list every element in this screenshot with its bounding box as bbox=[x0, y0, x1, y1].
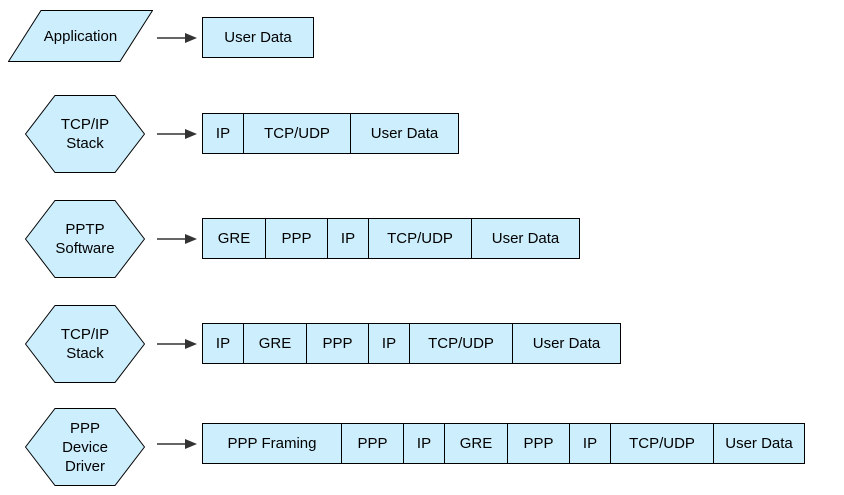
packet-cell[interactable]: PPP bbox=[342, 424, 404, 463]
stack-shape-label-application: Application bbox=[43, 27, 118, 45]
stack-shape-label-tcpip-stack-lower: TCP/IP Stack bbox=[60, 326, 110, 362]
packet-cell[interactable]: GRE bbox=[203, 219, 266, 258]
hexagon-icon bbox=[25, 408, 145, 486]
hexagon-icon bbox=[25, 95, 145, 173]
packet-cell[interactable]: TCP/UDP bbox=[244, 114, 351, 153]
packet-cell[interactable]: User Data bbox=[714, 424, 804, 463]
packet-cell[interactable]: PPP bbox=[266, 219, 328, 258]
arrow-right-icon-application bbox=[157, 30, 197, 51]
stack-shape-application[interactable]: Application bbox=[8, 10, 153, 62]
stack-shape-tcpip-stack-upper[interactable]: TCP/IP Stack bbox=[25, 95, 145, 173]
stack-shape-label-ppp-device-driver: PPP Device Driver bbox=[62, 419, 108, 475]
arrow-right-icon-tcpip-stack-upper bbox=[157, 126, 197, 147]
stack-shape-ppp-device-driver[interactable]: PPP Device Driver bbox=[25, 408, 145, 486]
packet-cell[interactable]: User Data bbox=[513, 324, 620, 363]
stack-shape-label-pptp-software: PPTP Software bbox=[55, 221, 115, 257]
stack-shape-tcpip-stack-lower[interactable]: TCP/IP Stack bbox=[25, 305, 145, 383]
stack-shape-pptp-software[interactable]: PPTP Software bbox=[25, 200, 145, 278]
packet-cell[interactable]: User Data bbox=[472, 219, 579, 258]
arrow-right-icon-tcpip-stack-lower bbox=[157, 336, 197, 357]
hexagon-icon bbox=[25, 200, 145, 278]
packet-cell[interactable]: GRE bbox=[244, 324, 307, 363]
packet-cell[interactable]: IP bbox=[369, 324, 410, 363]
arrow-right-icon-ppp-device-driver bbox=[157, 436, 197, 457]
packet-cell[interactable]: TCP/UDP bbox=[410, 324, 513, 363]
packet-cell[interactable]: PPP Framing bbox=[203, 424, 342, 463]
packet-cell[interactable]: IP bbox=[404, 424, 445, 463]
packet-cell[interactable]: TCP/UDP bbox=[611, 424, 714, 463]
packet-cell[interactable]: IP bbox=[203, 324, 244, 363]
packet-cell[interactable]: TCP/UDP bbox=[369, 219, 472, 258]
stack-shape-label-tcpip-stack-upper: TCP/IP Stack bbox=[60, 116, 110, 152]
packet-cell[interactable]: IP bbox=[570, 424, 611, 463]
packet-bar-application: User Data bbox=[202, 17, 314, 58]
packet-cell[interactable]: IP bbox=[328, 219, 369, 258]
hexagon-icon bbox=[25, 305, 145, 383]
arrow-right-icon-pptp-software bbox=[157, 231, 197, 252]
packet-cell[interactable]: GRE bbox=[445, 424, 508, 463]
packet-cell[interactable]: PPP bbox=[508, 424, 570, 463]
packet-cell[interactable]: IP bbox=[203, 114, 244, 153]
packet-cell[interactable]: PPP bbox=[307, 324, 369, 363]
packet-cell[interactable]: User Data bbox=[351, 114, 458, 153]
parallelogram-icon bbox=[8, 10, 153, 62]
packet-cell[interactable]: User Data bbox=[203, 18, 313, 57]
